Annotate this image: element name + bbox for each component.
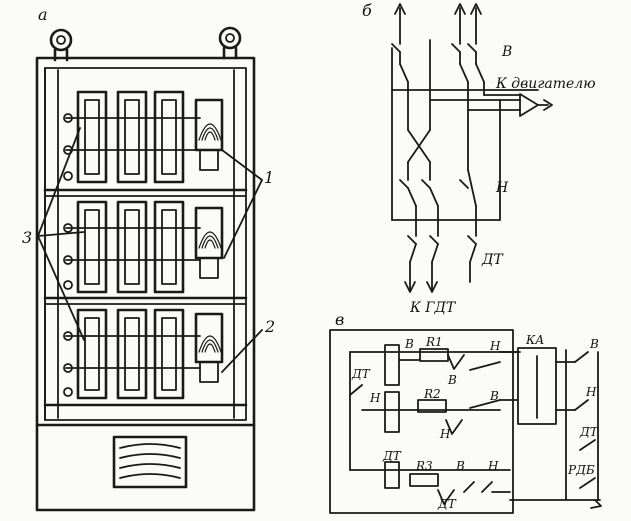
c-right-dt: ДТ xyxy=(579,425,599,439)
lifting-eye-right xyxy=(218,26,242,60)
to-motor-label: К двигателю xyxy=(495,76,596,92)
control-frame xyxy=(329,329,514,514)
c-n-contact-1: Н xyxy=(489,339,501,353)
c-right-n: Н xyxy=(585,385,597,399)
control-circuit-diagram xyxy=(329,329,602,514)
c-v-contact-2: В xyxy=(489,389,499,403)
c-n-contact-3: Н xyxy=(487,459,499,473)
c-rdb: РДБ xyxy=(567,463,595,477)
contactor-row-1 xyxy=(63,90,224,184)
to-gdt-label: К ГДТ xyxy=(409,300,457,316)
c-dt-bottom: ДТ xyxy=(437,497,457,511)
contactor-reverse-label: Н xyxy=(495,180,509,196)
contactor-row-3 xyxy=(63,308,224,400)
c-right-v: В xyxy=(589,337,599,351)
c-ka: КА xyxy=(525,333,544,347)
c-r1: R1 xyxy=(425,335,443,349)
c-v-res: В xyxy=(447,373,457,387)
c-r2: R2 xyxy=(423,387,441,401)
contactor-forward-label: В xyxy=(501,44,512,60)
callout-2: 2 xyxy=(264,317,275,336)
lifting-eye-left xyxy=(49,28,73,62)
c-n-res: Н xyxy=(439,427,451,441)
power-circuit-diagram xyxy=(391,3,553,293)
callout-1: 1 xyxy=(264,168,274,187)
panel-a-label: а xyxy=(38,5,48,24)
c-r3: R3 xyxy=(415,459,433,473)
callout-3: 3 xyxy=(22,228,32,247)
ventilation-grille xyxy=(112,435,188,489)
c-dt-coil: ДТ xyxy=(382,449,402,463)
contactor-row-2 xyxy=(63,200,224,294)
panel-c-label: в xyxy=(335,310,344,329)
c-v-coil: В xyxy=(404,337,414,351)
cabinet-frame xyxy=(35,56,256,512)
c-n-coil: Н xyxy=(369,391,381,405)
panel-b-label: б xyxy=(362,1,372,20)
c-v-contact-3: В xyxy=(455,459,465,473)
cabinet-drawing xyxy=(35,26,263,512)
contactor-dt-label: ДТ xyxy=(481,252,504,268)
c-dt-left: ДТ xyxy=(351,367,371,381)
